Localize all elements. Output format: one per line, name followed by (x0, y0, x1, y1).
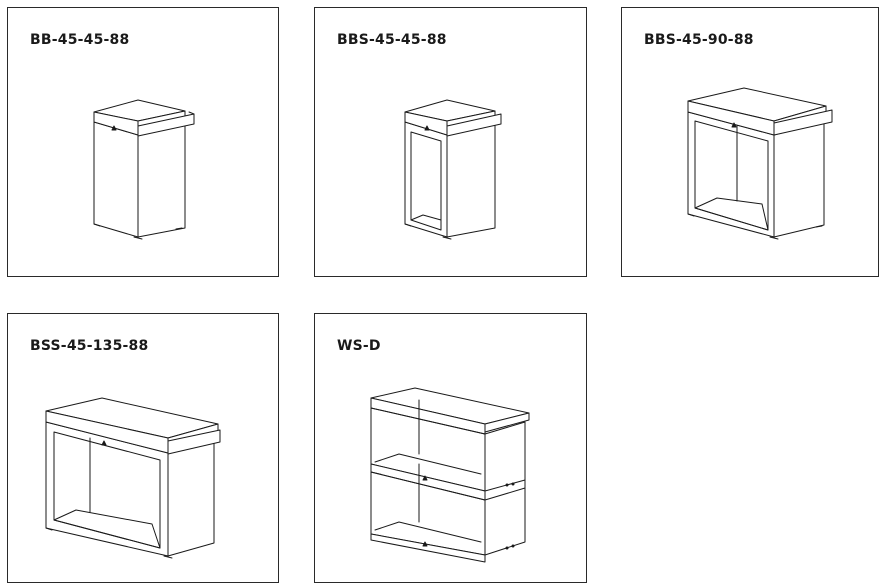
open-frame-cabinet-icon (404, 99, 502, 240)
wide-open-frame-cabinet-icon (687, 87, 833, 240)
product-card-bss-45-135-88[interactable]: BSS-45-135-88 (7, 313, 279, 583)
product-code: BSS-45-135-88 (30, 338, 149, 354)
product-card-ws-d[interactable]: WS-D (314, 313, 587, 583)
product-card-bbs-45-90-88[interactable]: BBS-45-90-88 (621, 7, 879, 277)
extra-wide-open-frame-cabinet-icon (45, 397, 221, 559)
solid-base-cabinet-icon (93, 99, 195, 240)
product-code: BBS-45-45-88 (337, 32, 447, 48)
double-shelf-unit-icon (370, 387, 530, 563)
product-card-bbs-45-45-88[interactable]: BBS-45-45-88 (314, 7, 587, 277)
product-code: BB-45-45-88 (30, 32, 130, 48)
product-code: WS-D (337, 338, 381, 354)
product-card-bb-45-45-88[interactable]: BB-45-45-88 (7, 7, 279, 277)
product-code: BBS-45-90-88 (644, 32, 754, 48)
